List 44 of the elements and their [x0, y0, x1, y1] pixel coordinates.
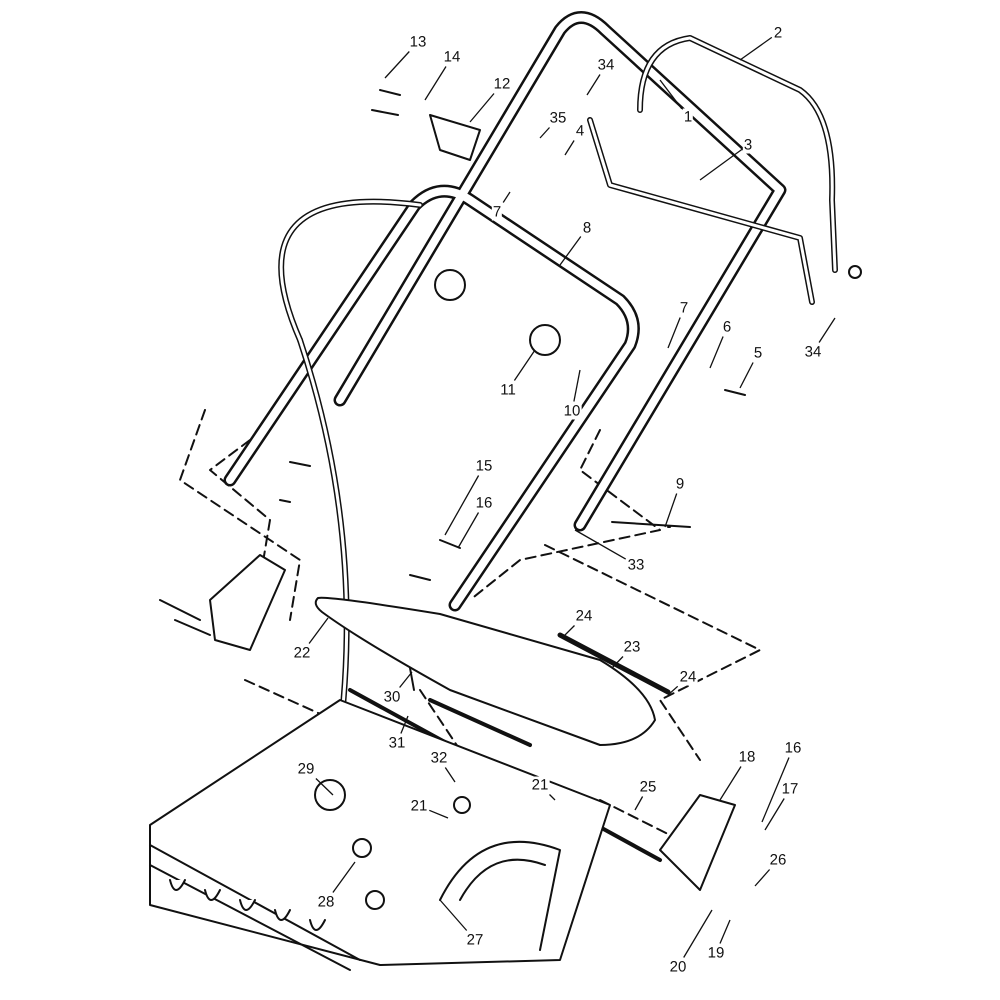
leader-line — [586, 74, 601, 96]
leader-line — [764, 798, 785, 830]
leader-line — [562, 625, 575, 638]
leader-line — [754, 869, 770, 886]
leader-line — [502, 192, 511, 203]
leader-line — [739, 362, 754, 388]
leader-line — [683, 910, 713, 958]
leader-line — [399, 672, 412, 688]
leader-line — [400, 716, 409, 734]
leader-line — [384, 51, 410, 78]
leader-line — [709, 336, 724, 368]
leader-line — [719, 920, 731, 944]
leader-line — [564, 140, 575, 156]
leader-line — [540, 127, 550, 138]
leader-line — [573, 370, 581, 402]
leader-line — [315, 778, 334, 796]
leader-line — [574, 529, 626, 560]
leader-line — [740, 36, 772, 61]
leader-line — [612, 656, 624, 668]
leader-line — [559, 236, 582, 266]
leader-line — [818, 318, 836, 343]
leader-line — [440, 900, 468, 931]
leader-line — [719, 766, 742, 800]
leader-line — [634, 796, 644, 810]
callout-number: 10 — [562, 402, 582, 420]
callout-number: 3 — [742, 136, 754, 154]
leader-line — [659, 80, 682, 110]
leader-line — [761, 757, 790, 822]
leader-line — [549, 794, 556, 800]
leader-line — [700, 148, 742, 181]
callout-number: 7 — [492, 204, 502, 220]
leader-line — [668, 686, 678, 696]
leader-line — [457, 512, 480, 548]
leader-line — [308, 618, 329, 644]
leader-line — [667, 317, 681, 348]
callout-number: 24 — [678, 668, 698, 686]
leader-line — [444, 475, 480, 536]
leader-line — [514, 350, 536, 381]
leader-line — [429, 810, 448, 819]
leader-line — [424, 66, 447, 100]
leader-line — [444, 767, 456, 782]
leader-line — [664, 493, 678, 528]
leader-line — [332, 862, 356, 893]
leader-line — [470, 93, 494, 122]
